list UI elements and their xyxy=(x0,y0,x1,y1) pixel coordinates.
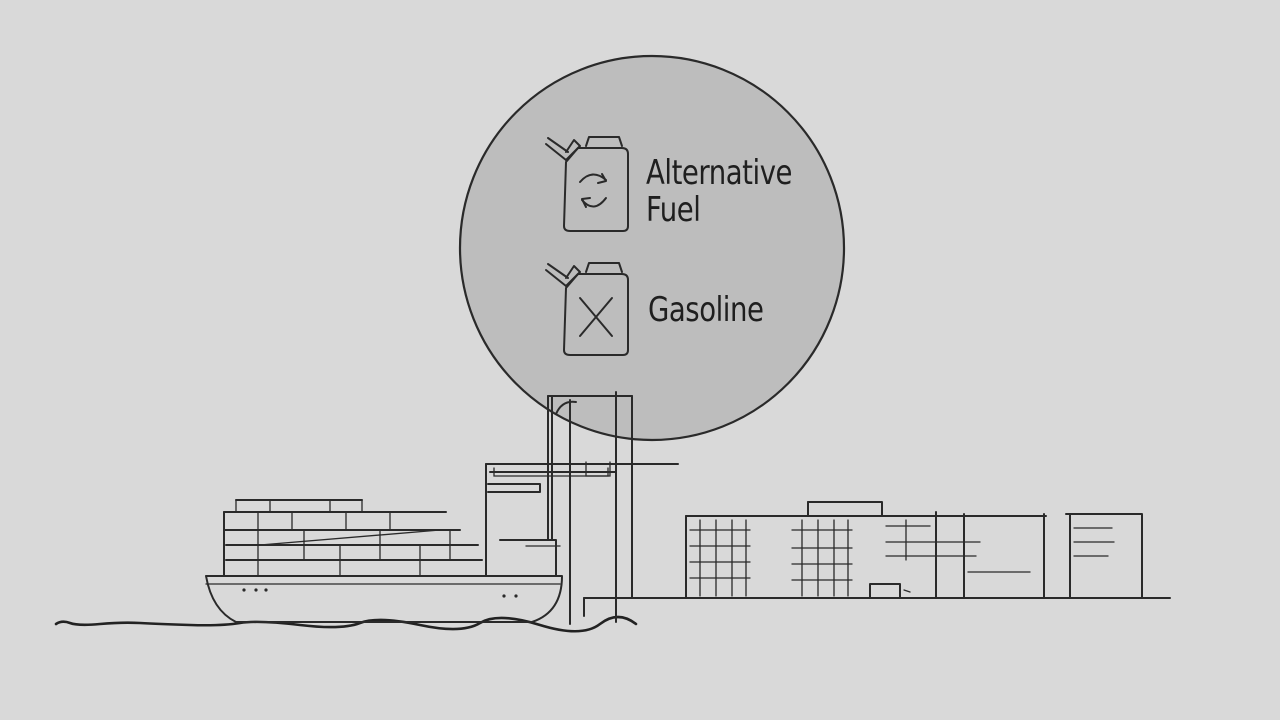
crossed-fuel-can-icon xyxy=(545,262,629,356)
harbor-crane xyxy=(547,391,633,625)
recycle-fuel-can-icon xyxy=(545,136,629,232)
water-line xyxy=(54,615,638,633)
fuel-bubble xyxy=(458,54,846,442)
container-ship xyxy=(205,463,679,623)
alternative-fuel-label-line1: Alternative xyxy=(646,153,793,193)
alternative-fuel-label-line2: Fuel xyxy=(646,190,701,230)
alternative-fuel-label: Alternative Fuel xyxy=(646,155,792,229)
gasoline-label: Gasoline xyxy=(648,290,764,330)
harbor-buildings xyxy=(583,501,1171,617)
